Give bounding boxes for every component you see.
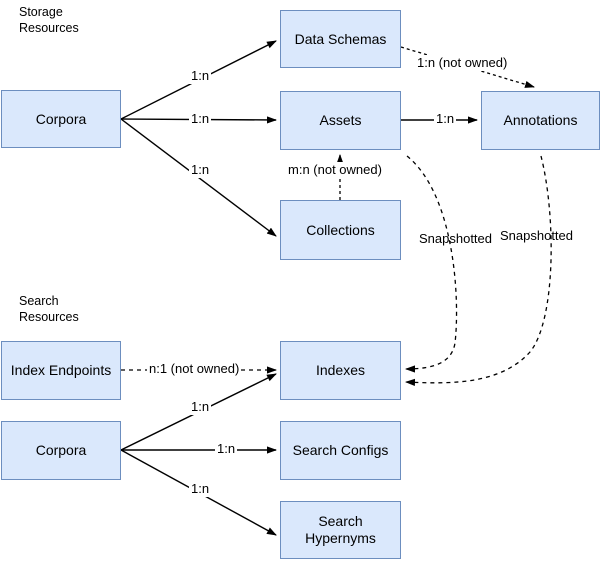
node-assets[interactable]: Assets: [280, 91, 401, 150]
edge-label-index-endpoints-indexes: n:1 (not owned): [147, 361, 242, 377]
edge-label-assets-indexes: Snapshotted: [419, 231, 493, 246]
edge-assets-indexes: [405, 155, 458, 373]
node-corpora-storage[interactable]: Corpora: [1, 90, 121, 148]
group-label-search-resources: Search Resources: [19, 294, 79, 324]
edge-label-data-schemas-annotations: 1:n (not owned): [415, 55, 510, 71]
edge-label-collections-assets: m:n (not owned): [286, 162, 384, 178]
group-label-storage-resources: Storage Resources: [19, 5, 79, 35]
node-annotations[interactable]: Annotations: [481, 91, 600, 150]
edge-label-corpora-indexes: 1:n: [189, 399, 212, 415]
node-search-hypernyms[interactable]: Search Hypernyms: [280, 501, 401, 559]
edge-label-corpora-data-schemas: 1:n: [189, 68, 212, 84]
node-data-schemas[interactable]: Data Schemas: [280, 10, 401, 68]
edge-label-corpora-search-configs: 1:n: [215, 441, 238, 457]
edge-annotations-indexes: [405, 155, 552, 387]
node-collections[interactable]: Collections: [280, 200, 401, 260]
edge-label-corpora-collections: 1:n: [189, 162, 212, 178]
node-index-endpoints[interactable]: Index Endpoints: [1, 341, 121, 400]
node-search-configs[interactable]: Search Configs: [280, 421, 401, 480]
edge-label-assets-annotations: 1:n: [434, 111, 457, 127]
edge-label-corpora-assets: 1:n: [189, 111, 212, 127]
node-indexes[interactable]: Indexes: [280, 341, 401, 400]
edge-label-corpora-search-hypernyms: 1:n: [189, 481, 212, 497]
edge-label-annotations-indexes: Snapshotted: [500, 228, 574, 243]
node-corpora-search[interactable]: Corpora: [1, 421, 121, 480]
